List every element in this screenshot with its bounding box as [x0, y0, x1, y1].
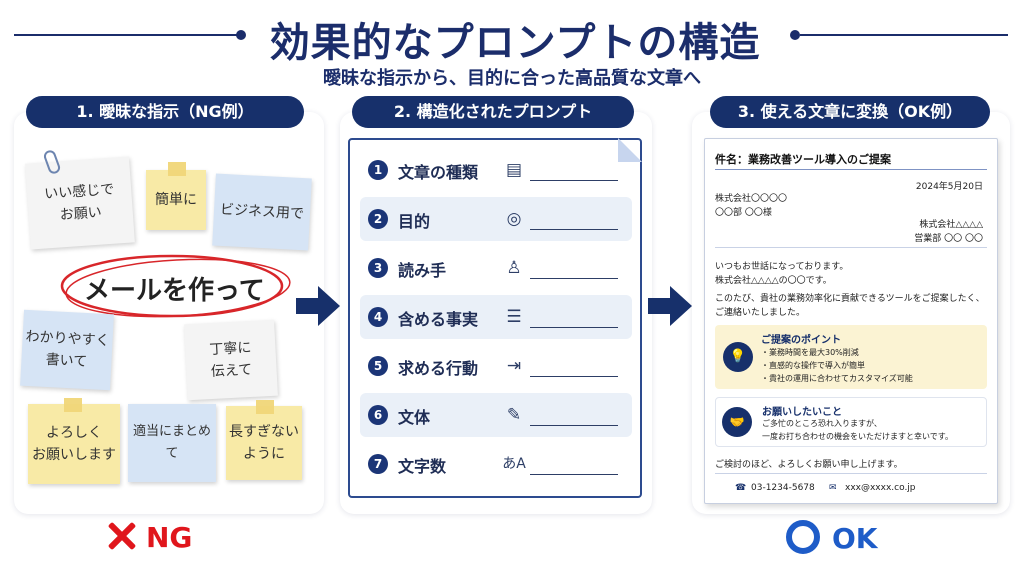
- lightbulb-icon: 💡: [723, 342, 753, 372]
- ng-verdict: NG: [106, 520, 192, 556]
- body-line: ご連絡いたしました。: [715, 308, 806, 318]
- phone-icon: ☎: [735, 483, 747, 493]
- title-rule-right: [800, 34, 1008, 36]
- sender-person: 営業部 〇〇 〇〇: [914, 234, 983, 244]
- person-icon: ♙: [506, 258, 522, 278]
- arrow-right-icon: [648, 286, 692, 326]
- title-dot-left: [236, 30, 246, 40]
- step-number: 1: [368, 160, 388, 180]
- recipient-company: 株式会社〇〇〇〇: [715, 194, 788, 204]
- sticky-note: よろしく お願いします: [28, 404, 120, 484]
- blank-line: [530, 229, 618, 230]
- body-line: このたび、貴社の業務効率化に貢献できるツールをご提案したく、: [715, 294, 985, 304]
- prompt-item: 7 文字数 あA: [360, 442, 632, 486]
- step-number: 2: [368, 209, 388, 229]
- prompt-item: 4 含める事実 ☰: [360, 295, 632, 339]
- greeting-line: いつもお世話になっております。: [715, 262, 849, 272]
- tape-icon: [64, 398, 82, 412]
- ng-label: NG: [146, 521, 193, 554]
- sticky-note: 丁寧に 伝えて: [184, 319, 278, 401]
- prompt-item: 1 文章の種類 ▤: [360, 148, 632, 192]
- divider: [715, 473, 987, 474]
- ng-section-header: 1. 曖昧な指示（NG例）: [26, 96, 304, 128]
- title-rule-left: [14, 34, 240, 36]
- step-number: 6: [368, 405, 388, 425]
- ok-section-header: 3. 使える文章に変換（OK例）: [710, 96, 990, 128]
- prompt-item-label: 目的: [398, 212, 431, 231]
- title-dot-right: [790, 30, 800, 40]
- scribble-ellipse: [60, 254, 291, 318]
- handshake-icon: 🤝: [722, 407, 752, 437]
- request-title: お願いしたいこと: [762, 407, 842, 418]
- chat-arrow-icon: ⇥: [506, 356, 522, 376]
- blank-line: [530, 278, 618, 279]
- recipient-person: 〇〇部 〇〇様: [715, 208, 772, 218]
- request-line: 一度お打ち合わせの機会をいただけますと幸いです。: [762, 432, 953, 441]
- prompt-item: 2 目的 ◎: [360, 197, 632, 241]
- sticky-note: 簡単に: [146, 170, 206, 230]
- letter-subject: 件名：業務改善ツール導入のご提案: [715, 153, 891, 166]
- email-address: xxx@xxxx.co.jp: [845, 483, 916, 493]
- mail-icon: ✉: [829, 483, 837, 493]
- step-number: 7: [368, 454, 388, 474]
- points-title: ご提案のポイント: [761, 335, 841, 346]
- blank-line: [530, 376, 618, 377]
- phone-number: 03-1234-5678: [751, 483, 815, 493]
- sender-company: 株式会社△△△△: [919, 220, 983, 230]
- page-title: 効果的なプロンプトの構造: [269, 20, 761, 66]
- sticky-note: 適当にまとめて: [128, 404, 216, 482]
- document-icon: ▤: [505, 160, 523, 180]
- prompt-item-label: 文章の種類: [398, 163, 479, 182]
- subject-underline: [715, 169, 987, 170]
- letter-date: 2024年5月20日: [915, 182, 983, 192]
- proposal-points-box: 💡 ご提案のポイント ・業務時間を最大30%削減 ・直感的な操作で導入が簡単 ・…: [715, 325, 987, 389]
- ok-verdict: OK: [786, 520, 878, 556]
- divider: [715, 247, 987, 248]
- prompt-item: 5 求める行動 ⇥: [360, 344, 632, 388]
- prompt-item-label: 読み手: [398, 261, 447, 280]
- prompt-item-label: 文字数: [398, 457, 447, 476]
- arrow-right-icon: [296, 286, 340, 326]
- prompt-item-label: 文体: [398, 408, 431, 427]
- point-item: ・貴社の運用に合わせてカスタマイズ可能: [761, 374, 913, 383]
- tape-icon: [168, 162, 186, 176]
- pencil-icon: ✎: [506, 405, 522, 425]
- target-icon: ◎: [506, 209, 522, 229]
- blank-line: [530, 327, 618, 328]
- request-box: 🤝 お願いしたいこと ご多忙のところ恐れ入りますが、 一度お打ち合わせの機会をい…: [715, 397, 987, 447]
- blank-line: [530, 474, 618, 475]
- prompt-item: 3 読み手 ♙: [360, 246, 632, 290]
- page-subtitle: 曖昧な指示から、目的に合った高品質な文章へ: [323, 68, 701, 89]
- sticky-note: ビジネス用で: [212, 173, 312, 251]
- greeting-line: 株式会社△△△△の〇〇です。: [715, 276, 832, 286]
- prompt-item: 6 文体 ✎: [360, 393, 632, 437]
- step-number: 4: [368, 307, 388, 327]
- vague-request: メールを作って: [84, 276, 265, 306]
- request-line: ご多忙のところ恐れ入りますが、: [762, 419, 882, 428]
- blank-line: [530, 425, 618, 426]
- sticky-note: わかりやすく 書いて: [20, 309, 114, 391]
- structured-section-header: 2. 構造化されたプロンプト: [352, 96, 634, 128]
- sticky-note: 長すぎない ように: [226, 406, 302, 480]
- circle-icon: [786, 520, 820, 554]
- closing-line: ご検討のほど、よろしくお願い申し上げます。: [715, 460, 903, 470]
- cross-icon: [106, 521, 136, 551]
- point-item: ・直感的な操作で導入が簡単: [761, 361, 865, 370]
- prompt-item-label: 求める行動: [398, 359, 479, 378]
- point-item: ・業務時間を最大30%削減: [761, 348, 859, 357]
- ok-label: OK: [832, 522, 878, 555]
- title-row: 効果的なプロンプトの構造: [0, 10, 1024, 66]
- step-number: 5: [368, 356, 388, 376]
- text-size-icon: あA: [502, 456, 526, 472]
- blank-line: [530, 180, 618, 181]
- business-letter: 件名：業務改善ツール導入のご提案 2024年5月20日 株式会社〇〇〇〇 〇〇部…: [704, 138, 998, 504]
- prompt-item-label: 含める事実: [398, 310, 479, 329]
- list-icon: ☰: [506, 307, 522, 327]
- sticky-note: いい感じで お願い: [25, 156, 135, 250]
- tape-icon: [256, 400, 274, 414]
- step-number: 3: [368, 258, 388, 278]
